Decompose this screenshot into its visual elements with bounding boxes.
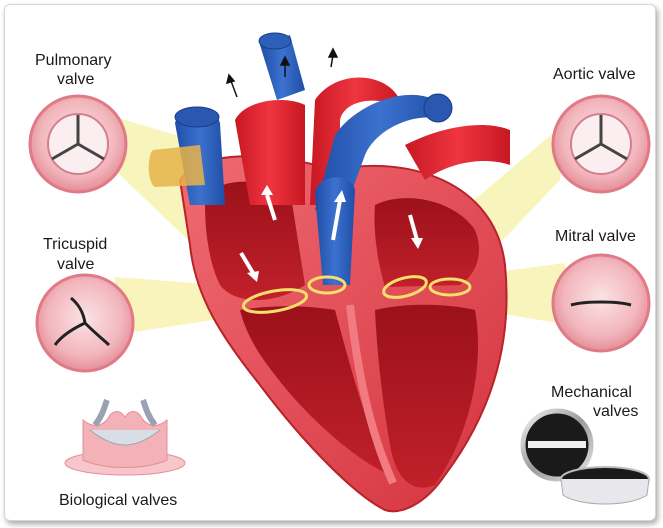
- left-ventricle: [375, 304, 479, 488]
- aortic-ring: [428, 277, 472, 297]
- mechanical-label-line2: valves: [593, 403, 639, 420]
- pulmonary-label-line2: valve: [57, 71, 95, 88]
- aortic-valve-circle: [551, 94, 651, 194]
- pulmonary-label-line1: Pulmonary: [35, 52, 112, 69]
- biological-label: Biological valves: [59, 492, 178, 509]
- valve-rings: [241, 275, 472, 314]
- heart: [178, 155, 508, 513]
- tricuspid-ring: [241, 288, 309, 314]
- pulmonary-trunk: [235, 100, 305, 205]
- left-pulmonary-artery: [405, 125, 510, 180]
- tricuspid-label-line2: valve: [57, 256, 95, 273]
- arrow-right-atrium: [265, 194, 277, 221]
- biological-valve: [64, 398, 186, 476]
- mitral-valve-circle: [551, 253, 651, 353]
- pulmonary-ring: [307, 275, 347, 295]
- arrow-aorta: [331, 199, 342, 241]
- pulmonary-valve-circle: [28, 94, 128, 194]
- right-ventricle: [240, 306, 390, 475]
- outflow-arrows: [225, 47, 339, 98]
- pulmonary-vein-top: [260, 35, 305, 100]
- arrow-left-atrium: [408, 214, 419, 241]
- aortic-label: Aortic valve: [553, 66, 636, 83]
- mechanical-valves: [520, 408, 650, 505]
- heart-valves-illustration: [28, 32, 651, 513]
- pulmonary-vein-left: [148, 145, 205, 187]
- tricuspid-valve-circle: [35, 273, 135, 373]
- vessels: [148, 32, 510, 285]
- diagram-frame: Pulmonary valve Aortic valve Tricuspid v…: [4, 4, 656, 521]
- left-atrium: [374, 198, 480, 287]
- arrow-tricuspid: [239, 251, 255, 275]
- mitral-label: Mitral valve: [555, 228, 636, 245]
- mitral-ring: [382, 275, 428, 299]
- septum: [346, 304, 397, 485]
- flow-arrows: [239, 185, 423, 282]
- mechanical-label-line1: Mechanical: [551, 384, 632, 401]
- right-atrium: [205, 181, 305, 300]
- tricuspid-label-line1: Tricuspid: [43, 236, 108, 253]
